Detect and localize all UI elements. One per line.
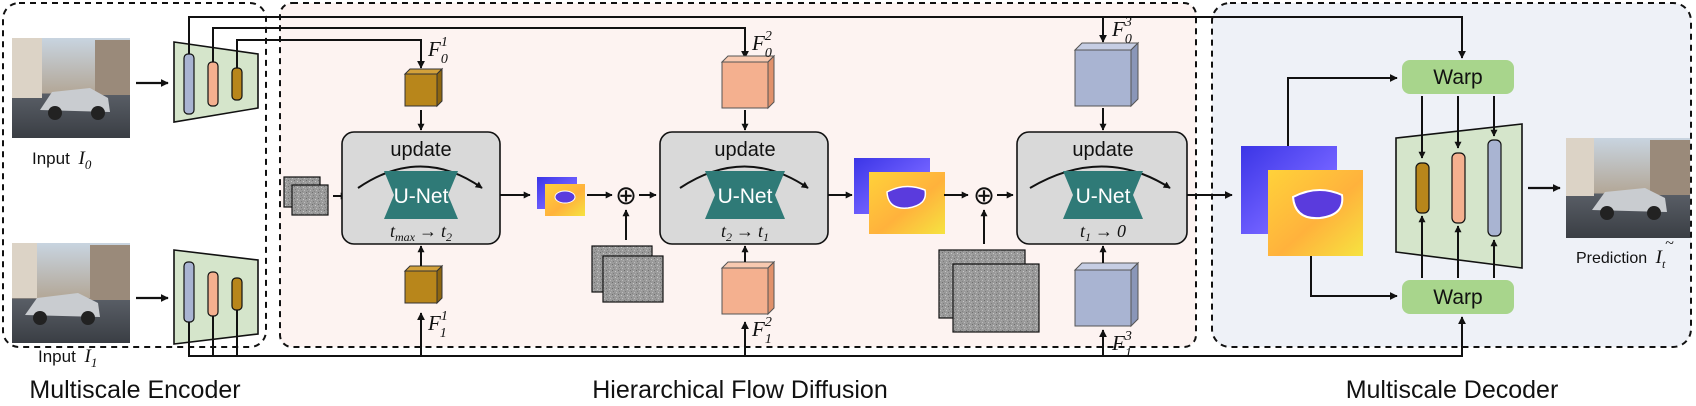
encoder-caption: Multiscale Encoder [29,376,240,404]
stage-3: update U-Net t1→0 [1016,131,1188,245]
flow-estimate-1 [537,177,585,216]
feature-cube-f0-3 [1073,41,1140,108]
input-0-label: Input I0 [32,148,92,172]
add-noise-op-1: ⊕ [615,180,637,210]
input-1-label: Input I1 [38,346,97,370]
svg-text:Warp: Warp [1433,66,1482,89]
svg-text:t2→t1: t2→t1 [721,221,769,244]
svg-text:tmax→t2: tmax→t2 [390,221,452,244]
feature-bus-bottom [188,310,1466,357]
decoder-caption: Multiscale Decoder [1346,376,1559,404]
svg-text:U-Net: U-Net [718,185,773,208]
noise-input-3 [938,249,1040,333]
stage-1: update U-Net tmax→t2 [341,131,501,245]
feature-bus-top [188,16,1466,69]
feature-cube-f1-1 [403,264,444,305]
warp-top: Warp [1402,60,1514,94]
svg-text:update: update [390,139,451,161]
encoder-block-bottom [173,249,259,345]
prediction-label: Prediction It [1576,247,1666,271]
warp-bottom: Warp [1402,280,1514,314]
feature-cube-f0-1 [403,67,444,108]
add-noise-op-2: ⊕ [973,180,995,210]
decoder-block [1395,123,1523,269]
input-image-0 [12,38,130,138]
svg-text:update: update [1072,139,1133,161]
svg-text:Warp: Warp [1433,286,1482,309]
svg-text:U-Net: U-Net [394,185,449,208]
final-flow [1241,146,1363,256]
stage-2: update U-Net t2→t1 [659,131,829,245]
svg-text:update: update [714,139,775,161]
feature-cube-f0-2 [720,54,776,110]
diffusion-caption: Hierarchical Flow Diffusion [592,376,887,404]
initial-noise [283,176,329,216]
prediction-image [1566,138,1690,238]
noise-input-2 [591,245,664,303]
input-image-1 [12,243,130,343]
prediction-tilde: ~ [1665,235,1674,252]
feature-cube-f1-2 [720,260,776,316]
svg-text:t1→0: t1→0 [1080,221,1126,244]
svg-text:U-Net: U-Net [1076,185,1131,208]
feature-cube-f1-3 [1073,261,1140,328]
encoder-block-top [173,41,259,123]
flow-estimate-2 [854,158,945,234]
